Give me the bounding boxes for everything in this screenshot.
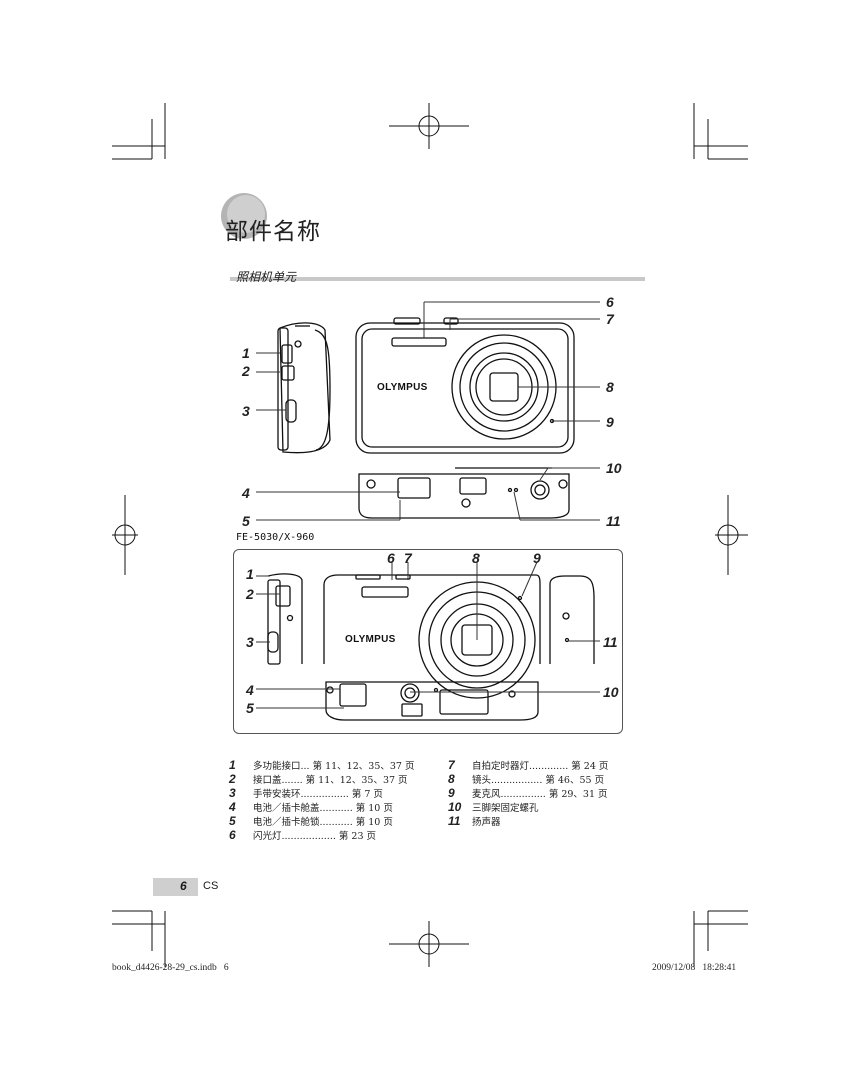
- box-callout-2: 2: [246, 586, 254, 602]
- brand-logo-upper: OLYMPUS: [377, 382, 428, 393]
- box-callout-3: 3: [246, 634, 254, 650]
- parts-text: 多功能接口... 第 11、12、35、37 页: [253, 761, 415, 772]
- parts-text: 电池／插卡舱盖........... 第 10 页: [253, 803, 393, 814]
- box-callout-6: 6: [387, 550, 395, 566]
- callout-6: 6: [606, 294, 614, 310]
- callout-3: 3: [242, 403, 250, 419]
- callout-4: 4: [242, 485, 250, 501]
- parts-num: 5: [229, 814, 236, 828]
- box-callout-10: 10: [603, 684, 619, 700]
- parts-num: 2: [229, 772, 236, 786]
- parts-row-11: 11 扬声器: [448, 814, 501, 828]
- parts-row-8: 8 镜头................. 第 46、55 页: [448, 772, 604, 786]
- callout-8: 8: [606, 379, 614, 395]
- parts-text: 扬声器: [472, 817, 501, 828]
- callout-11: 11: [606, 513, 621, 529]
- parts-num: 4: [229, 800, 236, 814]
- page-title: 部件名称: [225, 219, 321, 245]
- parts-row-9: 9 麦克风............... 第 29、31 页: [448, 786, 608, 800]
- box-callout-5: 5: [246, 700, 254, 716]
- parts-row-5: 5 电池／插卡舱锁........... 第 10 页: [229, 814, 393, 828]
- parts-text: 麦克风............... 第 29、31 页: [472, 789, 608, 800]
- parts-text: 三脚架固定螺孔: [472, 803, 539, 814]
- footer-timestamp: 2009/12/08 18:28:41: [652, 963, 737, 973]
- parts-row-7: 7 自拍定时器灯............. 第 24 页: [448, 758, 608, 772]
- box-callout-7: 7: [404, 550, 412, 566]
- box-callout-4: 4: [246, 682, 254, 698]
- page-number: 6: [180, 879, 187, 893]
- parts-row-1: 1 多功能接口... 第 11、12、35、37 页: [229, 758, 414, 772]
- callout-10: 10: [606, 460, 622, 476]
- box-callout-8: 8: [472, 550, 480, 566]
- box-callout-9: 9: [533, 550, 541, 566]
- parts-num: 7: [448, 758, 455, 772]
- parts-num: 11: [448, 814, 461, 828]
- callout-7: 7: [606, 311, 614, 327]
- parts-text: 接口盖....... 第 11、12、35、37 页: [253, 775, 408, 786]
- section-rule: [230, 277, 645, 281]
- model-box: [233, 549, 623, 734]
- parts-num: 1: [229, 758, 236, 772]
- parts-text: 手带安装环................ 第 7 页: [253, 789, 383, 800]
- parts-row-4: 4 电池／插卡舱盖........... 第 10 页: [229, 800, 393, 814]
- page-language: CS: [203, 880, 219, 892]
- parts-num: 3: [229, 786, 236, 800]
- callout-2: 2: [242, 363, 250, 379]
- brand-logo-lower: OLYMPUS: [345, 634, 396, 645]
- parts-text: 闪光灯.................. 第 23 页: [253, 831, 377, 842]
- parts-num: 10: [448, 800, 462, 814]
- parts-num: 6: [229, 828, 236, 842]
- footer-filename: book_d4426-28-29_cs.indb 6: [112, 963, 229, 973]
- model-label: FE-5030/X-960: [236, 532, 315, 543]
- parts-text: 电池／插卡舱锁........... 第 10 页: [253, 817, 393, 828]
- callout-1: 1: [242, 345, 250, 361]
- parts-row-10: 10 三脚架固定螺孔: [448, 800, 539, 814]
- parts-text: 镜头................. 第 46、55 页: [472, 775, 605, 786]
- box-callout-1: 1: [246, 566, 254, 582]
- box-callout-11: 11: [603, 634, 618, 650]
- parts-row-2: 2 接口盖....... 第 11、12、35、37 页: [229, 772, 408, 786]
- parts-text: 自拍定时器灯............. 第 24 页: [472, 761, 609, 772]
- callout-5: 5: [242, 513, 250, 529]
- parts-row-3: 3 手带安装环................ 第 7 页: [229, 786, 383, 800]
- parts-num: 9: [448, 786, 455, 800]
- callout-9: 9: [606, 414, 614, 430]
- parts-num: 8: [448, 772, 455, 786]
- parts-row-6: 6 闪光灯.................. 第 23 页: [229, 828, 376, 842]
- page-number-tab: [153, 878, 198, 896]
- section-subtitle: 照相机单元: [236, 270, 297, 284]
